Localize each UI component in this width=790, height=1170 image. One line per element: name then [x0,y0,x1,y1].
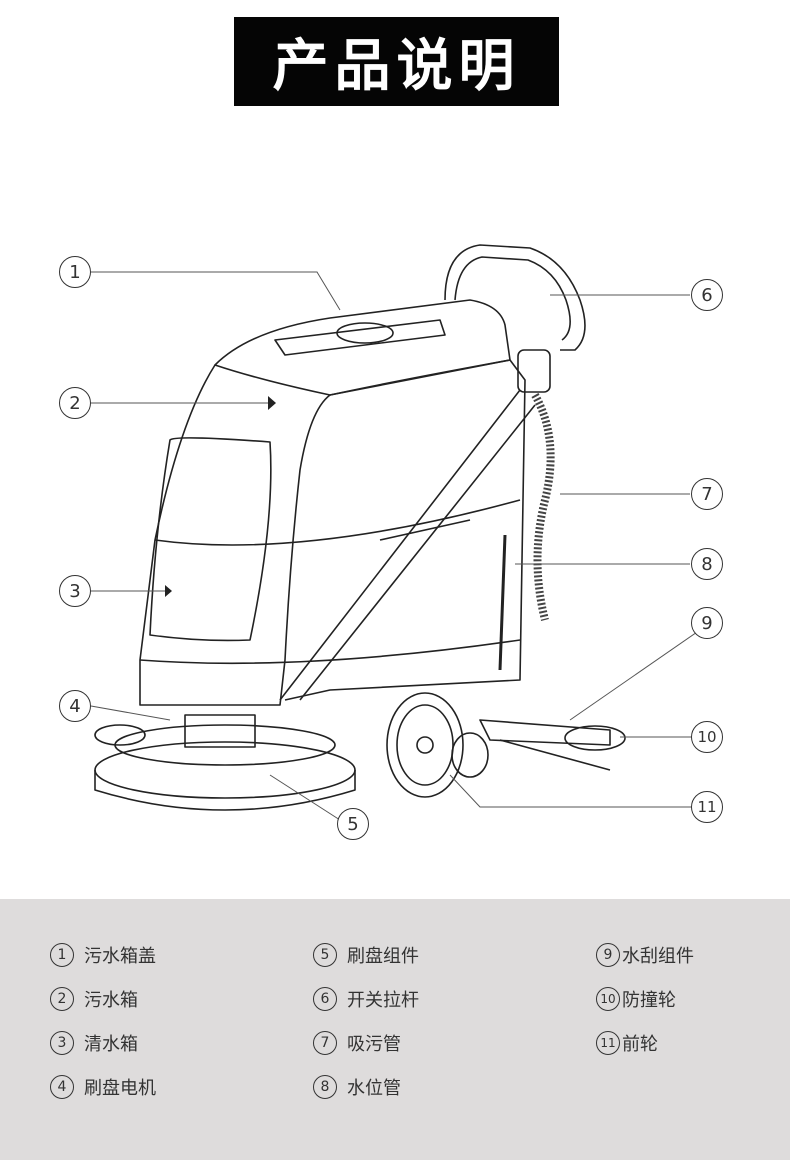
callout-7: 7 [691,478,723,510]
title-banner: 产品说明 [234,17,559,106]
legend-item-6: 6 开关拉杆 [313,985,419,1013]
dirty-tank [139,364,331,706]
legend-item-11: 11 前轮 [596,1029,658,1057]
callout-9: 9 [691,607,723,639]
legend-number: 5 [313,943,337,967]
squeegee [479,719,611,746]
legend-number: 4 [50,1075,74,1099]
front-wheel [386,692,464,798]
callout-8: 8 [691,548,723,580]
legend-number: 6 [313,987,337,1011]
callout-5: 5 [337,808,369,840]
legend-item-2: 2 污水箱 [50,985,138,1013]
legend-number: 7 [313,1031,337,1055]
legend-item-3: 3 清水箱 [50,1029,138,1057]
legend-number: 1 [50,943,74,967]
bumper-wheel [564,725,626,751]
legend-label: 防撞轮 [622,990,676,1011]
legend-label: 前轮 [622,1034,658,1055]
callout-11: 11 [691,791,723,823]
callout-2: 2 [59,387,91,419]
legend-panel: 1 污水箱盖 2 污水箱 3 清水箱 4 刷盘电机 5 刷盘组件 6 开关拉杆 … [0,899,790,1160]
callout-3: 3 [59,575,91,607]
legend-number: 3 [50,1031,74,1055]
legend-label: 刷盘电机 [84,1078,156,1099]
water-level-tube [498,534,507,671]
legend-item-4: 4 刷盘电机 [50,1073,156,1101]
legend-label: 水刮组件 [622,946,694,967]
legend-item-10: 10 防撞轮 [596,985,676,1013]
legend-label: 污水箱盖 [84,946,156,967]
page-title: 产品说明 [272,34,521,99]
handle [444,244,586,351]
legend-label: 刷盘组件 [347,946,419,967]
legend-label: 开关拉杆 [347,990,419,1011]
legend-label: 清水箱 [84,1034,138,1055]
callout-4: 4 [59,690,91,722]
legend-item-9: 9 水刮组件 [596,941,694,969]
clean-tank-window [149,437,272,642]
legend-item-5: 5 刷盘组件 [313,941,419,969]
legend-item-7: 7 吸污管 [313,1029,401,1057]
legend-item-8: 8 水位管 [313,1073,401,1101]
legend-number: 11 [596,1031,620,1055]
scrubber-diagram [90,244,701,821]
suction-hose [531,393,555,621]
legend-number: 2 [50,987,74,1011]
legend-label: 水位管 [347,1078,401,1099]
legend-label: 吸污管 [347,1034,401,1055]
callout-1: 1 [59,256,91,288]
brush-motor [184,714,256,748]
callout-6: 6 [691,279,723,311]
legend-label: 污水箱 [84,990,138,1011]
top-cover [214,299,511,396]
legend-number: 10 [596,987,620,1011]
legend-item-1: 1 污水箱盖 [50,941,156,969]
brush-deck [94,741,356,799]
legend-number: 9 [596,943,620,967]
callout-10: 10 [691,721,723,753]
legend-number: 8 [313,1075,337,1099]
